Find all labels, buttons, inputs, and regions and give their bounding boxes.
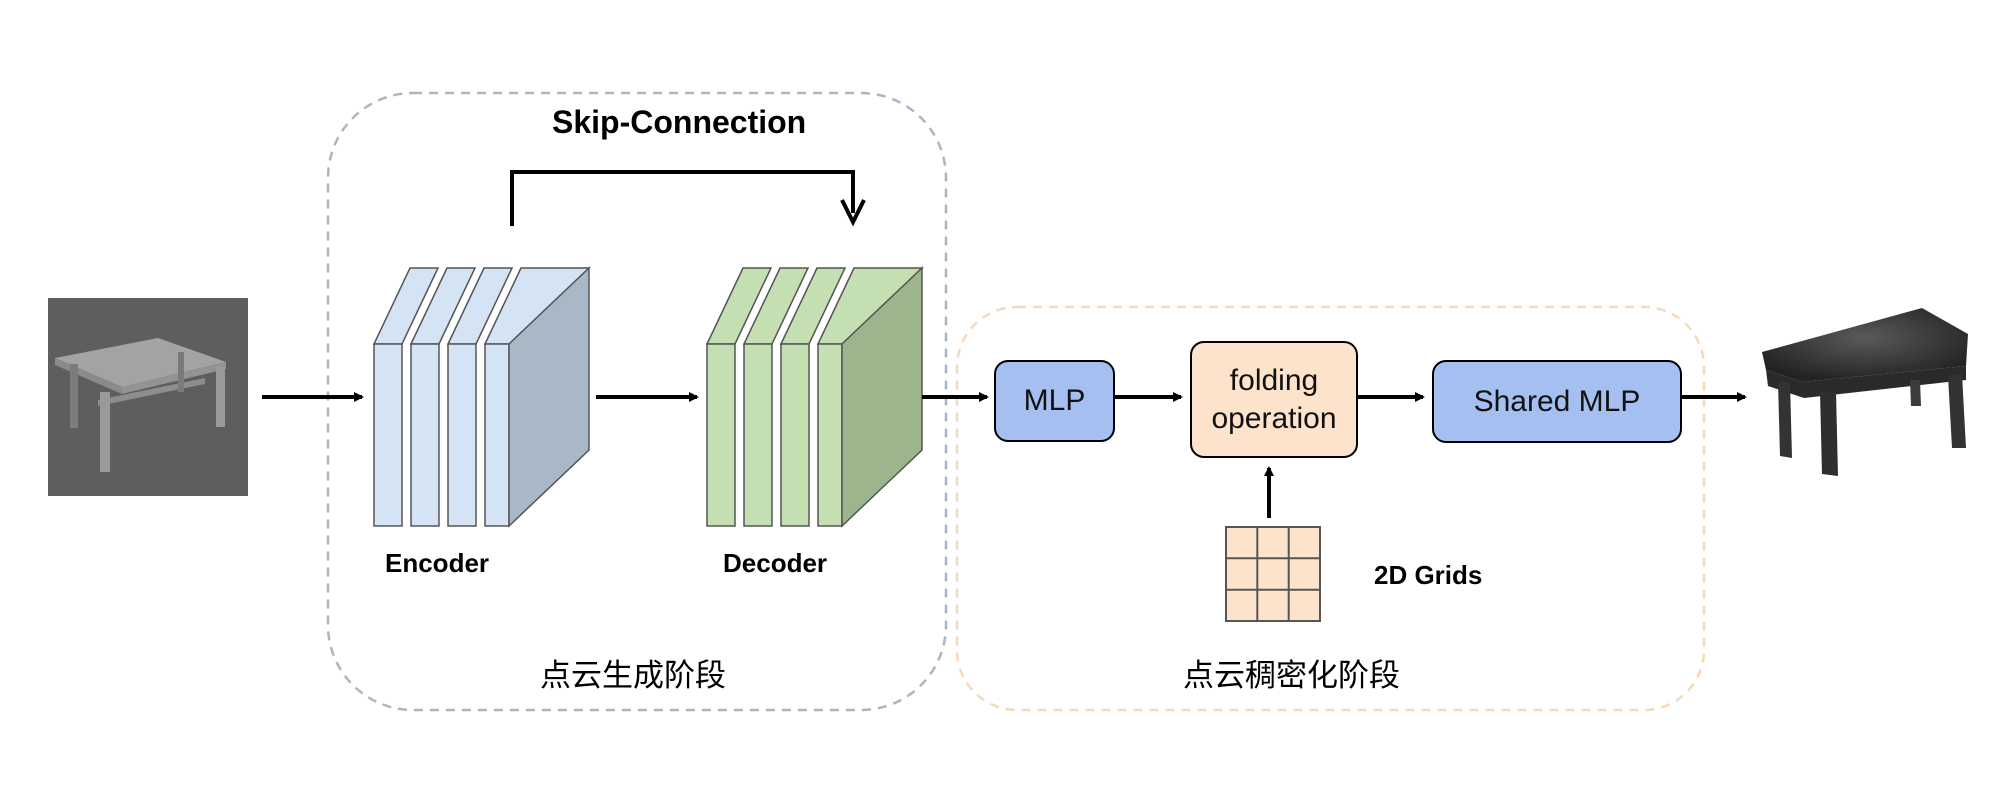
folding-operation-box: folding operation	[1190, 341, 1358, 458]
generation-stage-label: 点云生成阶段	[540, 658, 726, 694]
folding-label-line2: operation	[1211, 401, 1337, 435]
output-point-cloud	[1762, 308, 1968, 476]
encoder-label: Encoder	[385, 548, 490, 578]
skip-connection-label: Skip-Connection	[552, 104, 807, 140]
mlp-box: MLP	[994, 360, 1115, 442]
encoder-stack	[372, 266, 591, 528]
shared-mlp-box: Shared MLP	[1432, 360, 1682, 443]
2d-grid-icon	[1225, 526, 1321, 622]
shared-mlp-label: Shared MLP	[1473, 384, 1641, 418]
skip-connection-arrow	[510, 170, 855, 226]
folding-label-line1: folding	[1229, 363, 1319, 397]
generation-stage-container	[326, 91, 948, 712]
input-table-image	[48, 298, 248, 496]
densification-stage-container	[955, 305, 1706, 712]
2d-grids-label: 2D Grids	[1374, 560, 1483, 590]
densification-stage-label: 点云稠密化阶段	[1183, 658, 1400, 694]
decoder-stack	[705, 266, 924, 528]
skip-connection-arrowhead	[840, 199, 866, 227]
decoder-label: Decoder	[723, 548, 828, 578]
mlp-label: MLP	[1023, 384, 1086, 417]
